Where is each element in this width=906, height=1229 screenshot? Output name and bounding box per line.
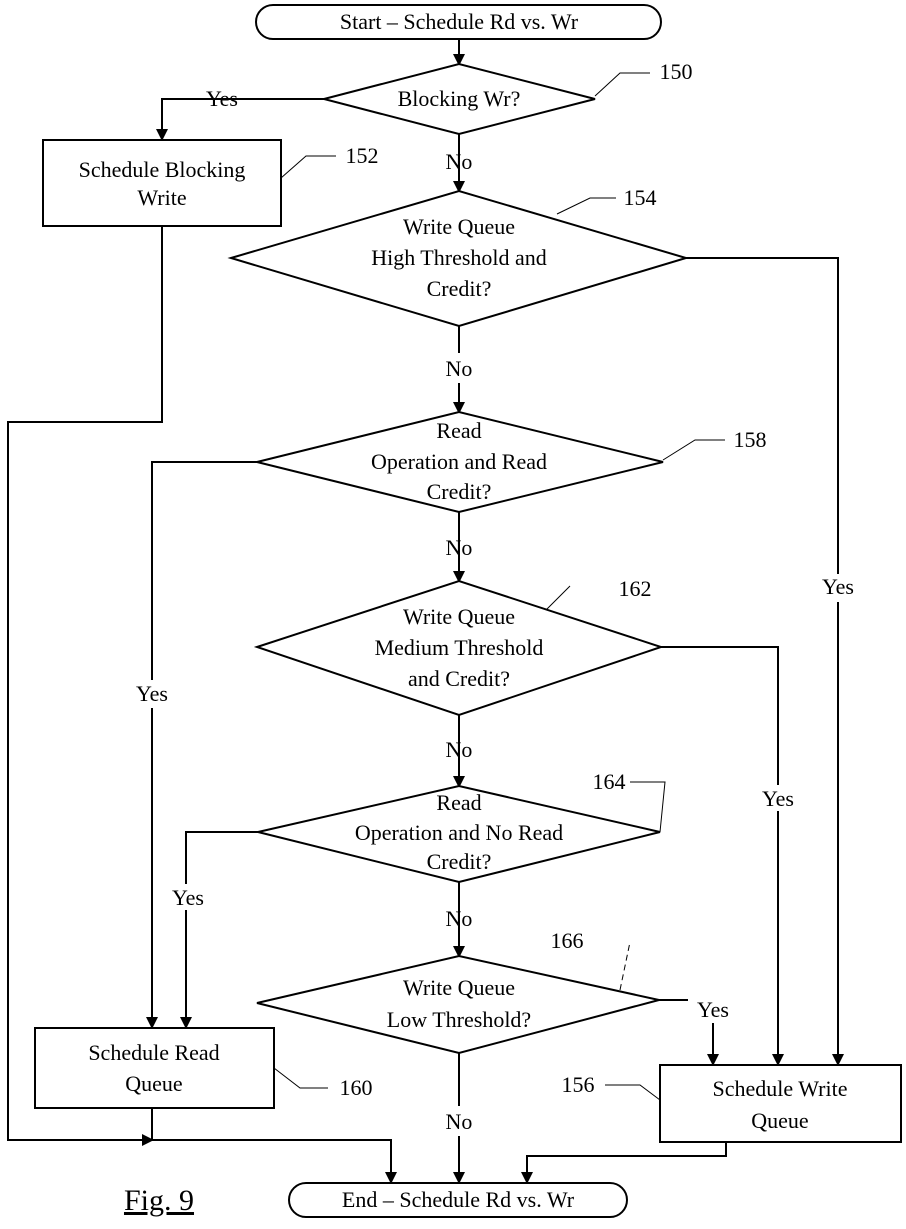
ref-160: 160 bbox=[340, 1075, 373, 1100]
connectors bbox=[7, 39, 844, 1184]
schedule-write-queue-line2: Queue bbox=[751, 1108, 808, 1133]
read-nocredit-line3: Credit? bbox=[427, 849, 492, 874]
end-node: End – Schedule Rd vs. Wr bbox=[288, 1182, 628, 1218]
label-yes-wq-low: Yes bbox=[697, 997, 729, 1022]
decision-read-op-no-credit: Read Operation and No Read Credit? bbox=[257, 784, 661, 884]
read-nocredit-line2: Operation and No Read bbox=[355, 820, 563, 845]
edge-read-queue-to-end bbox=[151, 1108, 397, 1184]
label-yes-wq-high: Yes bbox=[822, 574, 854, 599]
read-credit-line3: Credit? bbox=[427, 479, 492, 504]
edge-labels: Yes No Yes No Yes No Yes No Yes No Yes N… bbox=[136, 86, 854, 1134]
edge-read-nocredit-yes bbox=[185, 831, 258, 884]
read-nocredit-line1: Read bbox=[436, 790, 481, 815]
wq-high-line3: Credit? bbox=[427, 276, 492, 301]
decision-wq-high-threshold: Write Queue High Threshold and Credit? bbox=[227, 189, 690, 328]
start-node: Start – Schedule Rd vs. Wr bbox=[255, 4, 662, 40]
ref-162: 162 bbox=[619, 576, 652, 601]
edge-write-queue-to-end bbox=[521, 1142, 727, 1184]
lead-164 bbox=[630, 781, 666, 833]
ref-156: 156 bbox=[562, 1072, 595, 1097]
wq-med-line2: Medium Threshold bbox=[375, 635, 544, 660]
ref-166: 166 bbox=[551, 928, 584, 953]
label-no-read-nocredit: No bbox=[446, 906, 473, 931]
ref-152: 152 bbox=[346, 143, 379, 168]
lead-166 bbox=[619, 941, 631, 991]
schedule-blocking-write-line1: Schedule Blocking bbox=[79, 157, 246, 182]
label-yes-blocking: Yes bbox=[206, 86, 238, 111]
process-schedule-read-queue: Schedule Read Queue bbox=[34, 1027, 275, 1109]
lead-150 bbox=[594, 72, 650, 97]
label-no-read-credit: No bbox=[446, 535, 473, 560]
lead-154 bbox=[556, 197, 616, 215]
edge-wq-high-yes bbox=[686, 257, 839, 574]
schedule-read-queue-line1: Schedule Read bbox=[88, 1040, 219, 1065]
wq-high-line1: Write Queue bbox=[403, 214, 515, 239]
edge-read-credit-yes bbox=[151, 461, 257, 680]
reference-leads bbox=[273, 72, 725, 1101]
ref-158: 158 bbox=[734, 427, 767, 452]
wq-low-line1: Write Queue bbox=[403, 975, 515, 1000]
edge-blocking-write-to-end bbox=[7, 226, 163, 1146]
process-schedule-blocking-write: Schedule Blocking Write bbox=[42, 139, 282, 227]
decision-wq-medium-threshold: Write Queue Medium Threshold and Credit? bbox=[253, 579, 665, 717]
reference-numerals: 150 152 154 158 162 164 166 160 156 bbox=[340, 59, 767, 1100]
end-label: End – Schedule Rd vs. Wr bbox=[342, 1187, 575, 1212]
label-no-wq-low: No bbox=[446, 1109, 473, 1134]
label-no-wq-med: No bbox=[446, 737, 473, 762]
lead-152 bbox=[280, 155, 336, 179]
label-yes-wq-med: Yes bbox=[762, 786, 794, 811]
wq-low-line2: Low Threshold? bbox=[387, 1007, 531, 1032]
lead-158 bbox=[662, 439, 725, 461]
start-label: Start – Schedule Rd vs. Wr bbox=[340, 9, 579, 34]
wq-med-line1: Write Queue bbox=[403, 604, 515, 629]
ref-154: 154 bbox=[624, 185, 657, 210]
label-no-blocking: No bbox=[446, 149, 473, 174]
decision-wq-low-threshold: Write Queue Low Threshold? bbox=[256, 954, 660, 1055]
schedule-blocking-write-line2: Write bbox=[137, 185, 186, 210]
figure-label: Fig. 9 bbox=[124, 1184, 194, 1217]
decision-blocking-wr: Blocking Wr? bbox=[320, 62, 596, 136]
label-yes-read-credit: Yes bbox=[136, 681, 168, 706]
process-schedule-write-queue: Schedule Write Queue bbox=[659, 1064, 902, 1143]
schedule-write-queue-line1: Schedule Write bbox=[713, 1076, 848, 1101]
decision-blocking-wr-label: Blocking Wr? bbox=[398, 86, 521, 111]
read-credit-line2: Operation and Read bbox=[371, 449, 547, 474]
schedule-read-queue-line2: Queue bbox=[125, 1071, 182, 1096]
wq-med-line3: and Credit? bbox=[408, 666, 510, 691]
label-no-wq-high: No bbox=[446, 356, 473, 381]
wq-high-line2: High Threshold and bbox=[371, 245, 547, 270]
label-yes-read-nocredit: Yes bbox=[172, 885, 204, 910]
edge-blocking-yes bbox=[156, 98, 324, 141]
ref-150: 150 bbox=[660, 59, 693, 84]
read-credit-line1: Read bbox=[436, 418, 481, 443]
edge-wq-med-yes bbox=[661, 646, 779, 785]
lead-160 bbox=[273, 1067, 328, 1089]
lead-156 bbox=[605, 1084, 661, 1101]
decision-read-op-credit: Read Operation and Read Credit? bbox=[256, 410, 664, 514]
ref-164: 164 bbox=[593, 769, 626, 794]
lead-162 bbox=[545, 585, 571, 611]
